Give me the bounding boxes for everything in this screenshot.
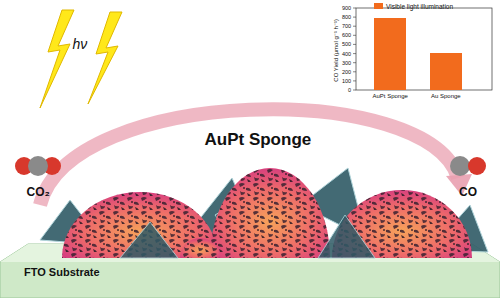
tick-label: 300 [342, 60, 351, 66]
category-label: AuPt Sponge [373, 93, 408, 100]
tick-label: 0 [348, 87, 351, 93]
tick-label: 500 [342, 41, 351, 47]
tick-label: 800 [342, 14, 351, 20]
legend-swatch [374, 3, 383, 9]
tick-label: 700 [342, 23, 351, 29]
tick-label: 600 [342, 32, 351, 38]
co-molecule [450, 156, 486, 176]
substrate-label: FTO Substrate [24, 266, 100, 278]
reaction-arrow [40, 109, 458, 205]
molecule-label: CO [459, 186, 477, 199]
material-label: AuPt Sponge [205, 131, 312, 150]
axis-title: CO Yield (μmol g⁻¹ h⁻¹) [333, 18, 340, 81]
light-bolts [40, 10, 122, 108]
tick-label: 100 [342, 78, 351, 84]
tick-label: 200 [342, 69, 351, 75]
substrate-label-box: FTO Substrate [20, 264, 104, 281]
co2-molecule [15, 156, 61, 176]
photon-label: hν [73, 37, 88, 52]
tick-label: 400 [342, 51, 351, 57]
legend-label: Visible light illumination [386, 3, 453, 10]
molecule-label: CO₂ [27, 186, 50, 199]
crystal-plates-front [120, 215, 375, 258]
category-label: Au Sponge [431, 93, 461, 100]
sponge-domes [62, 168, 472, 258]
bar-chart [353, 8, 492, 90]
tick-label: 900 [342, 5, 351, 11]
